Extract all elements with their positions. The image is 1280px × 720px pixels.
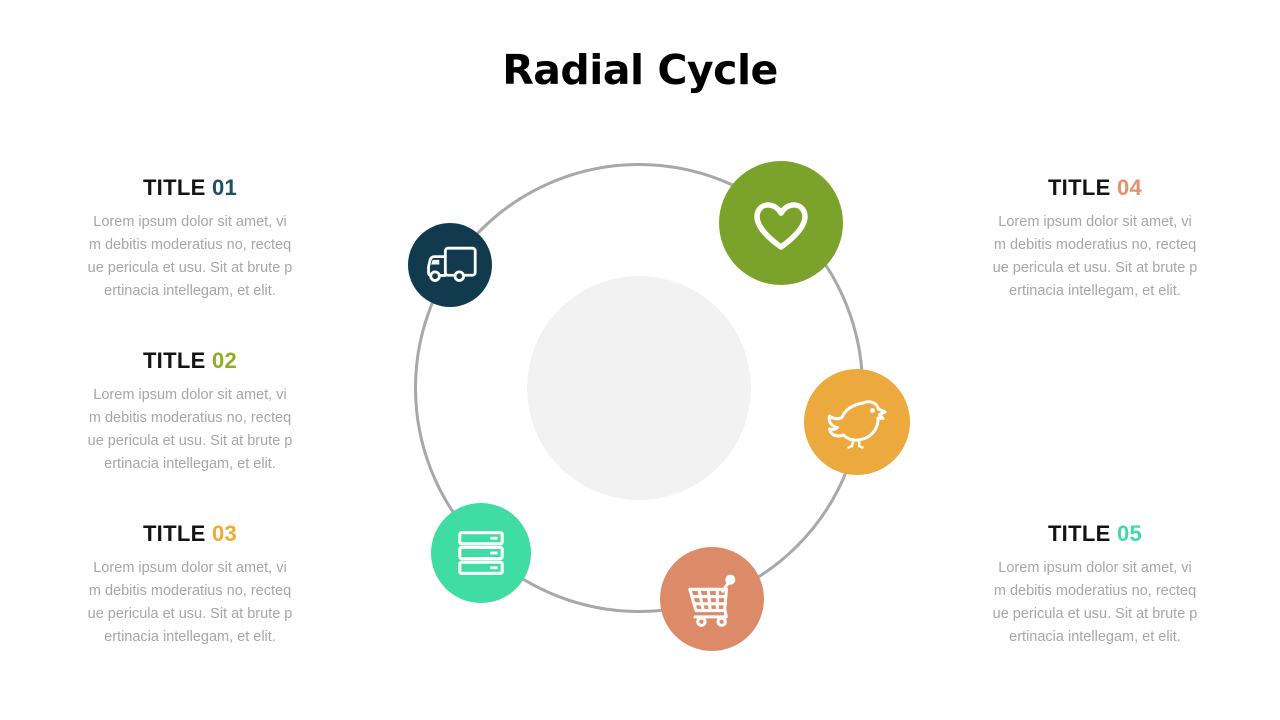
node-truck	[408, 223, 492, 307]
panel-body-line: ertinacia intellegam, et elit.	[104, 283, 276, 299]
panel-title-word: TITLE	[142, 348, 206, 373]
panel-body-line: Lorem ipsum dolor sit amet, vi	[93, 214, 287, 230]
panel-heading: TITLE 01	[80, 175, 300, 201]
panel-body-line: ertinacia intellegam, et elit.	[104, 629, 276, 645]
panel-heading: TITLE 02	[80, 348, 300, 374]
panel-body-line: Lorem ipsum dolor sit amet, vi	[93, 387, 287, 403]
panel-body-line: ertinacia intellegam, et elit.	[104, 456, 276, 472]
panel-body-line: ue pericula et usu. Sit at brute p	[87, 606, 293, 622]
panel-title-04: TITLE 04 Lorem ipsum dolor sit amet, vi …	[985, 175, 1205, 303]
node-server	[431, 503, 531, 603]
panel-body-line: m debitis moderatius no, recteq	[993, 237, 1197, 253]
panel-body-line: ue pericula et usu. Sit at brute p	[87, 433, 293, 449]
panel-body-line: ertinacia intellegam, et elit.	[1009, 283, 1181, 299]
panel-body: Lorem ipsum dolor sit amet, vi m debitis…	[80, 557, 300, 649]
panel-body-line: m debitis moderatius no, recteq	[88, 410, 292, 426]
panel-title-05: TITLE 05 Lorem ipsum dolor sit amet, vi …	[985, 521, 1205, 649]
panel-title-number: 02	[211, 348, 238, 373]
panel-body-line: m debitis moderatius no, recteq	[88, 237, 292, 253]
panel-title-word: TITLE	[1047, 175, 1111, 200]
bird-icon	[827, 400, 887, 449]
panel-body-line: Lorem ipsum dolor sit amet, vi	[998, 560, 1192, 576]
panel-title-word: TITLE	[1047, 521, 1111, 546]
center-circle	[527, 276, 751, 500]
cart-icon	[688, 574, 736, 627]
panel-body: Lorem ipsum dolor sit amet, vi m debitis…	[80, 211, 300, 303]
panel-title-03: TITLE 03 Lorem ipsum dolor sit amet, vi …	[80, 521, 300, 649]
node-heart	[719, 161, 843, 285]
panel-body-line: Lorem ipsum dolor sit amet, vi	[998, 214, 1192, 230]
panel-body-line: m debitis moderatius no, recteq	[993, 583, 1197, 599]
heart-icon	[754, 202, 808, 250]
panel-title-word: TITLE	[142, 175, 206, 200]
panel-title-number: 01	[211, 175, 238, 200]
panel-body: Lorem ipsum dolor sit amet, vi m debitis…	[985, 557, 1205, 649]
panel-heading: TITLE 05	[985, 521, 1205, 547]
panel-body: Lorem ipsum dolor sit amet, vi m debitis…	[80, 384, 300, 476]
panel-title-number: 04	[1116, 175, 1143, 200]
panel-title-01: TITLE 01 Lorem ipsum dolor sit amet, vi …	[80, 175, 300, 303]
panel-title-02: TITLE 02 Lorem ipsum dolor sit amet, vi …	[80, 348, 300, 476]
panel-heading: TITLE 03	[80, 521, 300, 547]
node-cart	[660, 547, 764, 651]
panel-body-line: ue pericula et usu. Sit at brute p	[87, 260, 293, 276]
panel-title-number: 03	[211, 521, 238, 546]
panel-body-line: Lorem ipsum dolor sit amet, vi	[93, 560, 287, 576]
panel-title-word: TITLE	[142, 521, 206, 546]
panel-body-line: ue pericula et usu. Sit at brute p	[992, 606, 1198, 622]
panel-body-line: m debitis moderatius no, recteq	[88, 583, 292, 599]
node-bird	[804, 369, 910, 475]
truck-icon	[427, 246, 477, 282]
panel-body: Lorem ipsum dolor sit amet, vi m debitis…	[985, 211, 1205, 303]
server-icon	[458, 531, 504, 575]
panel-body-line: ue pericula et usu. Sit at brute p	[992, 260, 1198, 276]
panel-heading: TITLE 04	[985, 175, 1205, 201]
panel-body-line: ertinacia intellegam, et elit.	[1009, 629, 1181, 645]
panel-title-number: 05	[1116, 521, 1143, 546]
page-title: Radial Cycle	[502, 46, 778, 94]
